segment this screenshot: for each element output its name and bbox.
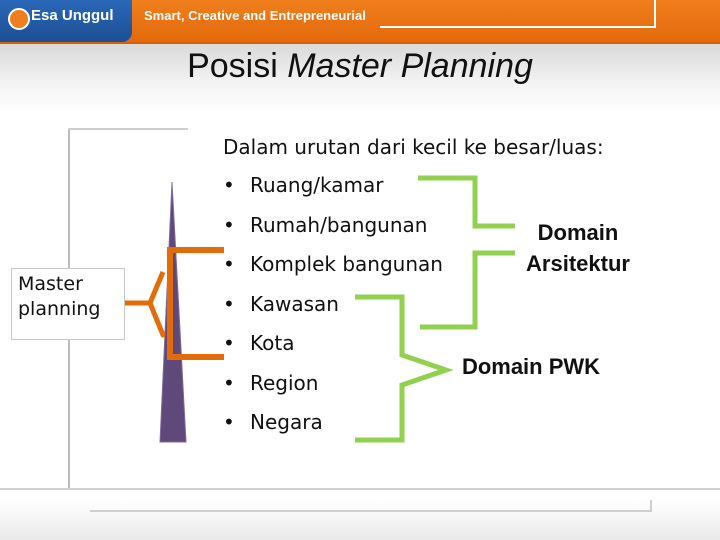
- list-item-label: Komplek bangunan: [250, 252, 443, 276]
- orange-connector: [123, 271, 166, 306]
- frame-line: [0, 488, 720, 490]
- bullet-icon: •: [223, 212, 235, 237]
- header-frame-line: [380, 26, 656, 28]
- orange-bracket: [167, 247, 224, 360]
- brand-logo-box: Esa Unggul: [0, 0, 132, 42]
- tagline: Smart, Creative and Entrepreneurial: [144, 8, 366, 23]
- bullet-icon: •: [223, 291, 235, 316]
- intro-text: Dalam urutan dari kecil ke besar/luas:: [223, 135, 604, 159]
- green-bracket-arsitektur: [420, 250, 515, 330]
- bullet-icon: •: [223, 173, 235, 197]
- list-item: • Kota: [223, 324, 443, 364]
- orange-connector: [147, 300, 166, 338]
- footer-line: [90, 510, 650, 512]
- list-item-label: Region: [250, 370, 319, 395]
- title-band: [0, 44, 720, 114]
- bullet-icon: •: [223, 410, 235, 434]
- bullet-icon: •: [223, 370, 235, 395]
- bullet-icon: •: [223, 252, 235, 276]
- list-item: • Negara: [223, 403, 443, 443]
- logo-icon: [8, 8, 30, 30]
- list-item-label: Rumah/bangunan: [250, 212, 428, 237]
- header-bar: Esa Unggul Smart, Creative and Entrepren…: [0, 0, 720, 44]
- slide-title: Posisi Master Planning: [0, 47, 720, 86]
- green-bracket-arsitektur: [418, 175, 515, 229]
- list-item: • Region: [223, 364, 443, 404]
- list-item: • Kawasan: [223, 285, 443, 325]
- domain-arsitektur-label: Domain Arsitektur: [526, 220, 630, 276]
- scale-list: • Ruang/kamar • Rumah/bangunan • Komplek ba…: [223, 166, 443, 443]
- list-item: • Rumah/bangunan: [223, 206, 443, 246]
- bullet-icon: •: [223, 331, 235, 355]
- list-item-label: Negara: [250, 410, 323, 434]
- list-item-label: Kota: [250, 331, 295, 355]
- green-bracket-pwk: [355, 294, 454, 443]
- list-item: • Ruang/kamar: [223, 166, 443, 206]
- footer-band: [0, 500, 720, 540]
- header-frame-line: [654, 0, 656, 28]
- list-item: • Komplek bangunan: [223, 245, 443, 285]
- footer-line: [650, 500, 652, 512]
- list-item-label: Kawasan: [250, 291, 339, 316]
- domain-pwk-label: Domain PWK: [461, 354, 601, 379]
- slide-title-italic: Master Planning: [287, 47, 533, 85]
- brand-name: Esa Unggul: [31, 7, 114, 24]
- master-planning-box: [11, 268, 125, 340]
- slide-title-plain: Posisi: [187, 47, 288, 85]
- list-item-label: Ruang/kamar: [250, 173, 384, 197]
- master-planning-label: Master planning: [18, 273, 101, 320]
- frame-line: [68, 128, 188, 130]
